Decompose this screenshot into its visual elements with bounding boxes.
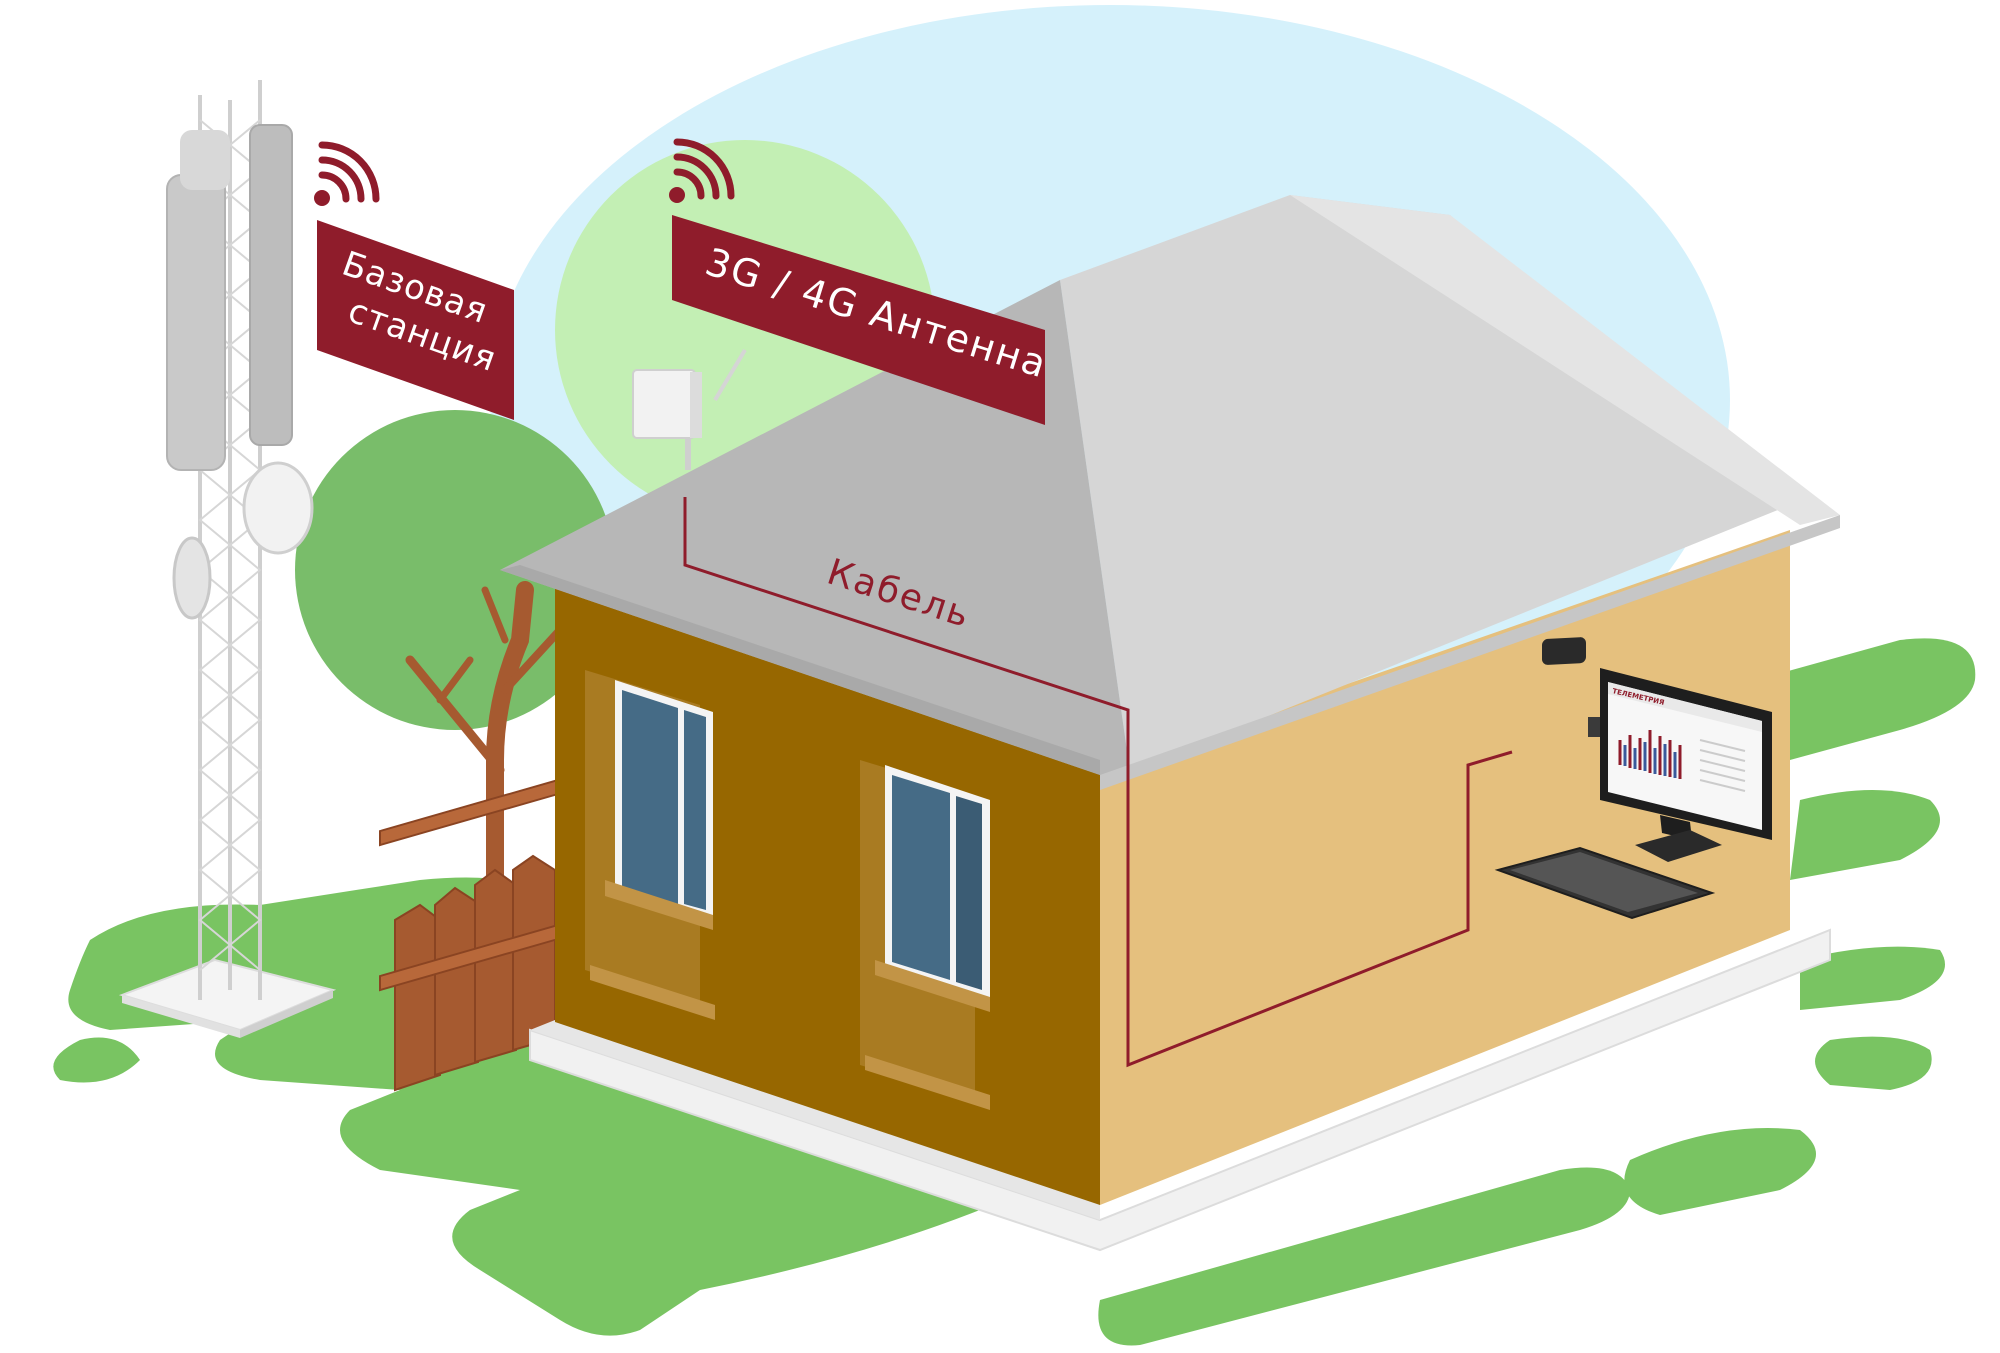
window-right	[860, 760, 990, 1110]
cable-line	[683, 497, 1513, 1068]
base-station-label: Базовая станция	[314, 141, 514, 420]
house-foundation	[529, 928, 1831, 1252]
tree-trunk	[405, 581, 564, 899]
tree-dark	[295, 410, 615, 730]
roof-antenna	[632, 348, 747, 470]
monitor-chart	[1618, 730, 1682, 779]
dish-small	[172, 536, 212, 620]
signal-icon	[314, 141, 380, 206]
dish-large	[242, 461, 314, 555]
signal-icon	[669, 138, 735, 203]
panel-antenna-right	[249, 124, 293, 446]
computer: ТЕЛЕМЕТРИЯ	[1494, 637, 1772, 920]
fence	[379, 778, 561, 1092]
panel-antenna-left	[166, 174, 226, 471]
window-left	[585, 670, 715, 1020]
cell-tower	[118, 80, 337, 1038]
house-roof	[500, 195, 1840, 790]
